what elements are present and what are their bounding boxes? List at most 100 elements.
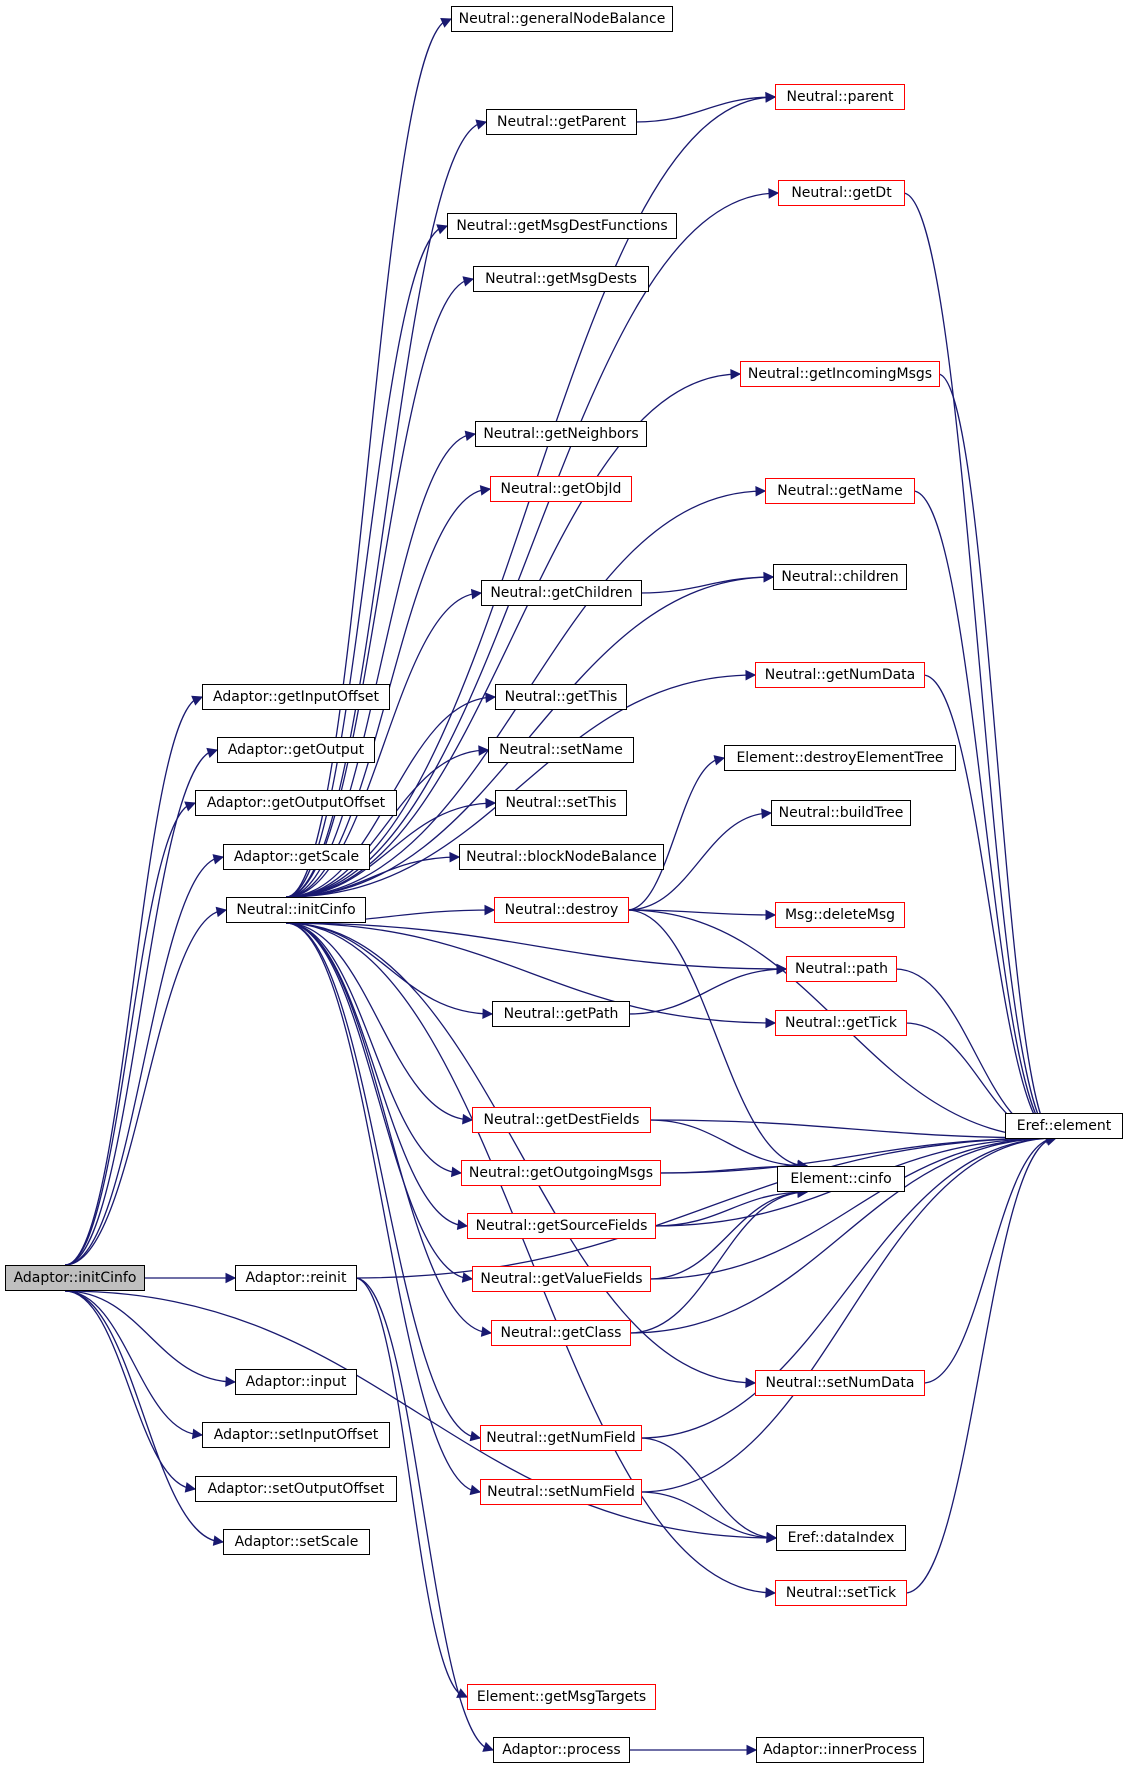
node-neutral-getdt[interactable]: Neutral::getDt xyxy=(778,180,905,206)
node-neutral-getname[interactable]: Neutral::getName xyxy=(765,478,915,504)
node-neutral-getclass[interactable]: Neutral::getClass xyxy=(491,1320,631,1346)
node-adaptor-input[interactable]: Adaptor::input xyxy=(235,1369,357,1395)
node-element-cinfo[interactable]: Element::cinfo xyxy=(777,1166,905,1192)
call-edge xyxy=(639,1437,777,1539)
call-edge xyxy=(653,1191,808,1227)
call-edge xyxy=(639,576,774,594)
node-neutral-getvaluefields[interactable]: Neutral::getValueFields xyxy=(472,1266,651,1292)
node-neutral-children[interactable]: Neutral::children xyxy=(773,564,907,590)
call-edge xyxy=(64,1290,196,1490)
call-edge xyxy=(634,96,776,123)
node-neutral-setname[interactable]: Neutral::setName xyxy=(488,737,634,763)
node-neutral-getdestfields[interactable]: Neutral::getDestFields xyxy=(472,1107,651,1133)
node-neutral-gettick[interactable]: Neutral::getTick xyxy=(775,1010,907,1036)
node-element-destroyelementtree[interactable]: Element::destroyElementTree xyxy=(724,745,956,771)
call-edge xyxy=(64,749,218,1266)
node-neutral-parent[interactable]: Neutral::parent xyxy=(775,84,905,110)
node-adaptor-getoutputoffset[interactable]: Adaptor::getOutputOffset xyxy=(195,790,397,816)
edge-arrowhead xyxy=(755,485,767,497)
call-edge xyxy=(285,802,496,898)
node-neutral-getsourcefields[interactable]: Neutral::getSourceFields xyxy=(467,1213,656,1239)
call-edge xyxy=(639,1137,1057,1493)
edge-arrowhead xyxy=(462,1113,474,1125)
call-edge xyxy=(648,1137,1057,1280)
edge-arrowhead xyxy=(713,755,726,766)
node-neutral-getmsgdestfunctions[interactable]: Neutral::getMsgDestFunctions xyxy=(447,213,677,239)
call-edge xyxy=(628,1191,808,1334)
node-neutral-path[interactable]: Neutral::path xyxy=(786,956,897,982)
edge-arrowhead xyxy=(191,1428,204,1440)
node-adaptor-getscale[interactable]: Adaptor::getScale xyxy=(223,844,370,870)
node-neutral-getincomingmsgs[interactable]: Neutral::getIncomingMsgs xyxy=(740,361,940,387)
node-neutral-setnumdata[interactable]: Neutral::setNumData xyxy=(755,1370,925,1396)
node-adaptor-setinputoffset[interactable]: Adaptor::setInputOffset xyxy=(202,1422,390,1448)
edge-arrowhead xyxy=(482,1741,495,1752)
node-adaptor-initcinfo[interactable]: Adaptor::initCinfo xyxy=(5,1265,145,1291)
node-neutral-getthis[interactable]: Neutral::getThis xyxy=(495,684,627,710)
node-neutral-blocknodebalance[interactable]: Neutral::blockNodeBalance xyxy=(459,844,664,870)
node-eref-dataindex[interactable]: Eref::dataIndex xyxy=(776,1525,906,1551)
call-edge xyxy=(658,1137,1057,1174)
call-edge xyxy=(354,1277,494,1751)
node-neutral-setthis[interactable]: Neutral::setThis xyxy=(495,790,627,816)
node-adaptor-innerprocess[interactable]: Adaptor::innerProcess xyxy=(756,1737,924,1763)
call-edge xyxy=(285,922,492,1334)
call-edge xyxy=(285,922,473,1121)
node-neutral-getobjid[interactable]: Neutral::getObjId xyxy=(490,476,632,502)
edge-arrowhead xyxy=(184,801,197,812)
edge-arrowhead xyxy=(745,669,757,681)
call-edge xyxy=(285,856,460,898)
node-neutral-buildtree[interactable]: Neutral::buildTree xyxy=(771,800,911,826)
edge-arrowhead xyxy=(212,1535,225,1546)
node-neutral-getpath[interactable]: Neutral::getPath xyxy=(492,1001,630,1027)
call-edge xyxy=(285,922,473,1280)
call-edge xyxy=(627,968,787,1015)
node-eref-element[interactable]: Eref::element xyxy=(1005,1113,1123,1139)
node-neutral-destroy[interactable]: Neutral::destroy xyxy=(494,897,629,923)
node-neutral-getchildren[interactable]: Neutral::getChildren xyxy=(481,580,642,606)
edge-arrowhead xyxy=(469,1430,482,1442)
node-msg-deletemsg[interactable]: Msg::deleteMsg xyxy=(775,902,905,928)
node-adaptor-getoutput[interactable]: Adaptor::getOutput xyxy=(217,737,375,763)
node-neutral-initcinfo[interactable]: Neutral::initCinfo xyxy=(226,897,366,923)
call-edge xyxy=(64,696,203,1266)
call-edge xyxy=(64,802,196,1266)
node-neutral-getnumfield[interactable]: Neutral::getNumField xyxy=(480,1425,642,1451)
node-neutral-getmsgdests[interactable]: Neutral::getMsgDests xyxy=(473,266,649,292)
node-element-getmsgtargets[interactable]: Element::getMsgTargets xyxy=(467,1684,656,1710)
edge-arrowhead xyxy=(766,1532,778,1543)
call-edge xyxy=(285,922,481,1493)
call-edge xyxy=(285,18,452,898)
node-neutral-setnumfield[interactable]: Neutral::setNumField xyxy=(480,1479,642,1505)
edge-arrowhead xyxy=(436,224,449,235)
call-edge xyxy=(285,922,776,1594)
node-adaptor-getinputoffset[interactable]: Adaptor::getInputOffset xyxy=(202,684,390,710)
call-edge xyxy=(64,1290,777,1539)
edge-arrowhead xyxy=(469,1484,482,1496)
node-adaptor-process[interactable]: Adaptor::process xyxy=(493,1737,630,1763)
edge-arrowhead xyxy=(485,692,497,703)
edge-arrowhead xyxy=(215,906,228,918)
node-adaptor-reinit[interactable]: Adaptor::reinit xyxy=(235,1265,357,1291)
node-neutral-settick[interactable]: Neutral::setTick xyxy=(775,1580,907,1606)
edge-arrowhead xyxy=(191,695,204,706)
call-edge xyxy=(64,909,227,1266)
call-edge xyxy=(285,192,779,898)
node-neutral-getnumdata[interactable]: Neutral::getNumData xyxy=(755,662,925,688)
edge-arrowhead xyxy=(485,798,497,809)
node-neutral-getparent[interactable]: Neutral::getParent xyxy=(486,109,637,135)
node-neutral-getneighbors[interactable]: Neutral::getNeighbors xyxy=(475,421,647,447)
node-neutral-getoutgoingmsgs[interactable]: Neutral::getOutgoingMsgs xyxy=(461,1160,661,1186)
node-neutral-generalnodebalance[interactable]: Neutral::generalNodeBalance xyxy=(451,6,673,32)
call-edge xyxy=(285,373,741,898)
node-adaptor-setscale[interactable]: Adaptor::setScale xyxy=(223,1529,370,1555)
call-edge xyxy=(64,856,224,1266)
edge-arrowhead xyxy=(484,904,496,916)
call-edge xyxy=(285,674,756,898)
edge-arrowhead xyxy=(763,571,775,583)
call-edge xyxy=(64,1290,203,1436)
call-edge xyxy=(285,922,481,1439)
call-edge xyxy=(354,1277,468,1698)
edge-arrowhead xyxy=(761,808,773,819)
node-adaptor-setoutputoffset[interactable]: Adaptor::setOutputOffset xyxy=(195,1476,397,1502)
